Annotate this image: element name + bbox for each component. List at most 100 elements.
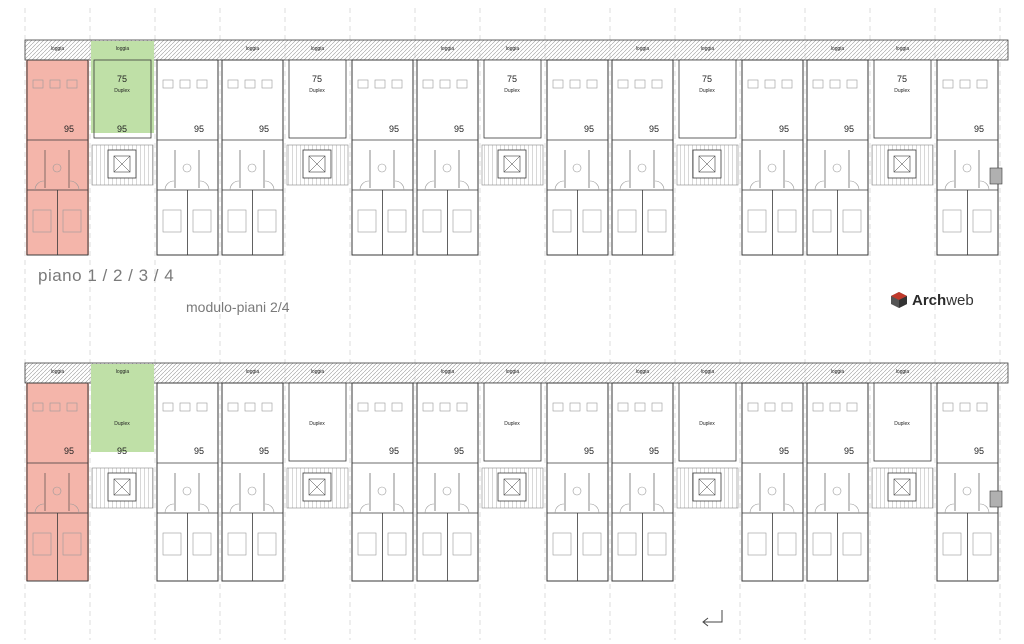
loggia-label: loggia (51, 46, 65, 52)
area-label: 95 (117, 446, 127, 456)
door-swing (69, 180, 80, 191)
bed (552, 532, 572, 556)
area-label: 95 (974, 446, 984, 456)
bed (162, 209, 182, 233)
fixture (637, 486, 647, 496)
area-label: 95 (649, 124, 659, 134)
door-swing (424, 503, 435, 514)
area-label: 75 (507, 74, 517, 84)
bed (192, 209, 212, 233)
door-swing (394, 180, 405, 191)
loggia-label: loggia (636, 369, 650, 375)
door-swing (814, 503, 825, 514)
loggia-label: loggia (506, 369, 520, 375)
loggia-label: loggia (701, 369, 715, 375)
area-label: 95 (844, 446, 854, 456)
arrow-marker (702, 610, 723, 627)
loggia-label: loggia (896, 369, 910, 375)
fixture (247, 163, 257, 173)
furniture (617, 79, 629, 89)
lift-car (893, 478, 911, 496)
door-swing (264, 180, 275, 191)
furniture (651, 79, 663, 89)
furniture (764, 79, 776, 89)
door-swing (944, 503, 955, 514)
bed (227, 209, 247, 233)
bed (842, 532, 862, 556)
floor-plan-upper: loggia95loggia9575Duplex95loggia95loggia… (24, 39, 1009, 256)
furniture (781, 402, 793, 412)
duplex-room (678, 59, 737, 139)
apartment-unit: 95 (351, 59, 414, 256)
furniture (244, 402, 256, 412)
apartment-unit: 95 (156, 59, 219, 256)
unit-highlight-green (91, 41, 154, 133)
furniture (66, 79, 78, 89)
fixture (767, 486, 777, 496)
furniture (227, 79, 239, 89)
furniture (179, 402, 191, 412)
door-swing (589, 503, 600, 514)
furniture (764, 402, 776, 412)
furniture (959, 402, 971, 412)
door-swing (459, 503, 470, 514)
fixture (962, 163, 972, 173)
apartment-unit: 95 (546, 59, 609, 256)
furniture (49, 79, 61, 89)
area-label: 95 (194, 446, 204, 456)
furniture (32, 402, 44, 412)
bed (62, 209, 82, 233)
door-swing (979, 180, 990, 191)
bed (582, 532, 602, 556)
furniture (261, 402, 273, 412)
furniture (942, 79, 954, 89)
bed (257, 532, 277, 556)
area-label: 95 (584, 446, 594, 456)
furniture (569, 402, 581, 412)
furniture (422, 79, 434, 89)
area-label: 95 (454, 446, 464, 456)
duplex-label: Duplex (504, 88, 520, 94)
area-label: 95 (649, 446, 659, 456)
furniture (942, 402, 954, 412)
door-swing (164, 180, 175, 191)
area-label: 95 (64, 124, 74, 134)
apartment-unit: loggia 95 (611, 369, 674, 582)
door-swing (164, 503, 175, 514)
bed (452, 532, 472, 556)
lift-cross (698, 478, 716, 496)
duplex-room (678, 382, 737, 462)
door-swing (654, 180, 665, 191)
duplex-room (93, 59, 152, 139)
apartment-unit: loggia 95 (26, 46, 89, 256)
furniture (552, 402, 564, 412)
furniture (846, 402, 858, 412)
door-swing (814, 180, 825, 191)
bed (812, 209, 832, 233)
door-swing (34, 180, 45, 191)
bed (647, 532, 667, 556)
furniture (829, 79, 841, 89)
duplex-label: Duplex (309, 421, 325, 427)
door-swing (749, 503, 760, 514)
furniture (456, 402, 468, 412)
door-swing (554, 180, 565, 191)
loggia-label: loggia (701, 46, 715, 52)
area-label: 95 (974, 124, 984, 134)
bed (812, 532, 832, 556)
furniture (196, 79, 208, 89)
archweb-logo-icon (891, 292, 907, 308)
furniture (66, 402, 78, 412)
door-swing (619, 180, 630, 191)
area-label: 95 (117, 124, 127, 134)
door-swing (849, 180, 860, 191)
